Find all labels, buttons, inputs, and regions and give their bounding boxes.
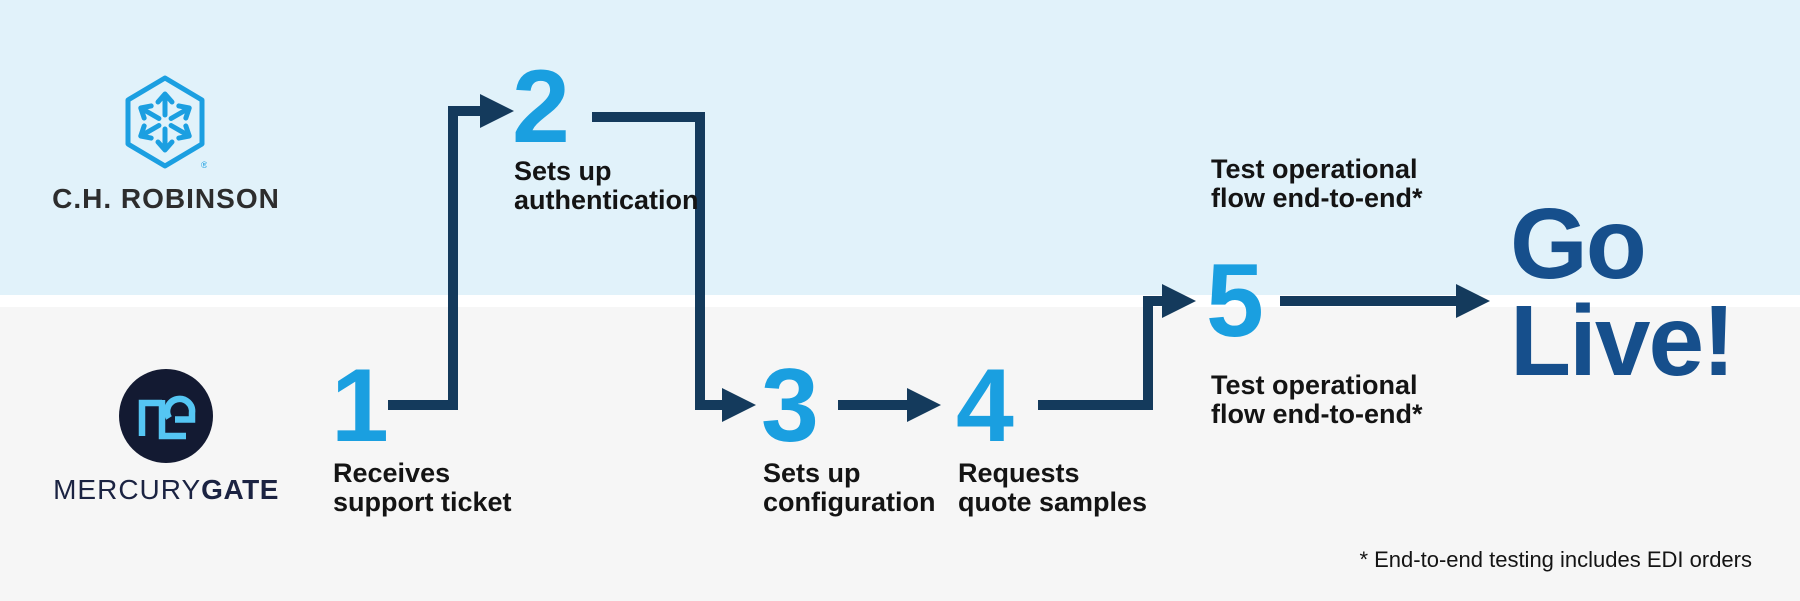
footnote: * End-to-end testing includes EDI orders (1359, 547, 1752, 572)
go-live-line2: Live! (1510, 285, 1735, 397)
mercurygate-circle-logo-icon (119, 369, 213, 463)
step-3-label-line2: configuration (763, 487, 936, 517)
mercurygate-wordmark: MERCURYGATE (40, 474, 292, 506)
step-5-label-bottom-line1: Test operational (1211, 370, 1418, 400)
step-2-number: 2 (512, 49, 570, 165)
step-5-label-bottom: Test operational flow end-to-end* (1211, 371, 1422, 429)
lane-mercurygate (0, 307, 1800, 601)
step-4-label-line1: Requests (958, 458, 1080, 488)
step-2-label: Sets up authentication (514, 157, 699, 215)
step-5-label-bottom-line2: flow end-to-end* (1211, 399, 1423, 429)
step-1-label-line2: support ticket (333, 487, 512, 517)
mercurygate-wordmark-mercury: MERCURY (53, 474, 202, 505)
step-5-label-top: Test operational flow end-to-end* (1211, 155, 1422, 213)
chr-trademark-symbol: ® (201, 160, 207, 170)
step-5-label-top-line1: Test operational (1211, 154, 1418, 184)
step-2-label-line1: Sets up (514, 156, 612, 186)
mercurygate-wordmark-gate: GATE (201, 474, 279, 505)
step-3-number: 3 (761, 348, 819, 464)
go-live-line1: Go (1510, 188, 1647, 300)
step-3-label-line1: Sets up (763, 458, 861, 488)
chrobinson-hexagon-logo-icon: ® (125, 75, 207, 170)
step-1-number: 1 (331, 348, 389, 464)
step-4-number: 4 (956, 348, 1014, 464)
lane-chrobinson (0, 0, 1800, 295)
step-5-label-top-line2: flow end-to-end* (1211, 183, 1423, 213)
chrobinson-wordmark: C.H. ROBINSON (52, 183, 280, 214)
step-1-label-line1: Receives (333, 458, 451, 488)
go-live-title: Go Live! (1510, 188, 1735, 397)
step-4-label-line2: quote samples (958, 487, 1148, 517)
step-3-label: Sets up configuration (763, 459, 935, 517)
step-4-label: Requests quote samples (958, 459, 1147, 517)
step-2-label-line2: authentication (514, 185, 699, 215)
step-1-label: Receives support ticket (333, 459, 512, 517)
step-5-number: 5 (1206, 243, 1264, 359)
